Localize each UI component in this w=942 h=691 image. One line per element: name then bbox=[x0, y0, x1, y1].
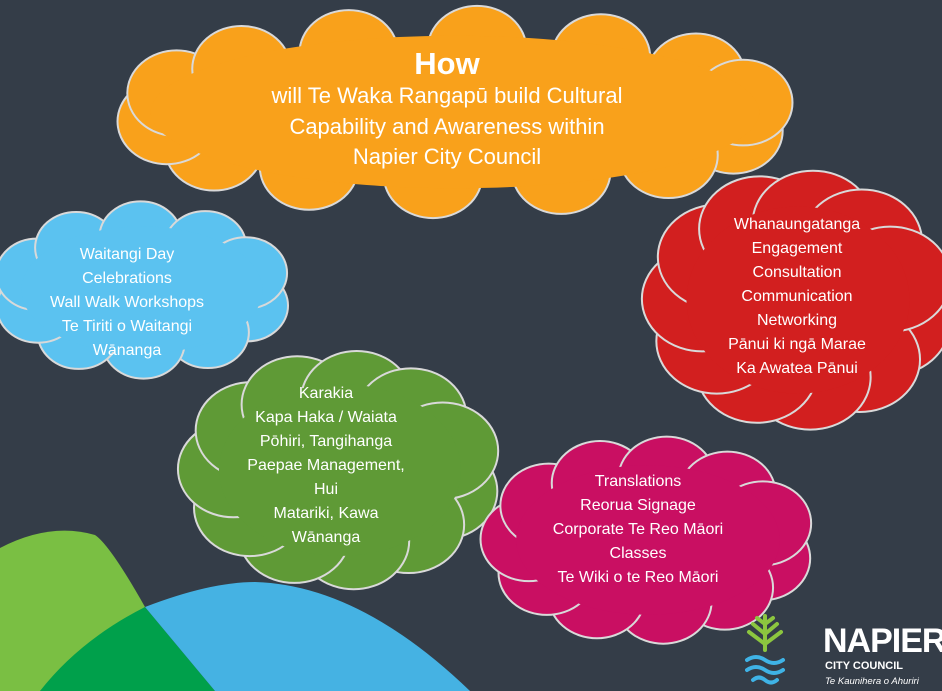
title-line: will Te Waka Rangapū build Cultural bbox=[271, 83, 623, 108]
blue-cloud bbox=[0, 200, 290, 380]
cloud-item: Wānanga bbox=[92, 342, 162, 359]
blue-hill bbox=[145, 582, 470, 691]
cloud-item: Pōhiri, Tangihanga bbox=[259, 433, 393, 450]
light-green-hill bbox=[0, 530, 145, 691]
title-text: How will Te Waka Rangapū build Cultural … bbox=[272, 47, 623, 173]
cloud-item: Kapa Haka / Waiata bbox=[255, 409, 397, 426]
title-line: Capability and Awareness within bbox=[289, 113, 605, 139]
cloud-item: Celebrations bbox=[82, 270, 172, 287]
cloud-item: Hui bbox=[313, 481, 339, 498]
cloud-item: Te Wiki o te Reo Māori bbox=[557, 569, 719, 586]
cloud-item: Corporate Te Reo Māori bbox=[552, 521, 724, 538]
title-line: Napier City Council bbox=[352, 144, 542, 169]
logo-subtitle: CITY COUNCIL bbox=[825, 660, 904, 672]
red-cloud bbox=[640, 169, 942, 431]
cloud-item: Wānanga bbox=[291, 529, 361, 546]
cloud-item: Classes bbox=[609, 545, 667, 562]
cloud-item: Waitangi Day bbox=[79, 246, 175, 263]
cloud-item: Pānui ki ngā Marae bbox=[728, 336, 866, 353]
logo-tagline: Te Kaunihera o Ahuriri bbox=[825, 676, 919, 687]
cloud-item: Karakia bbox=[298, 385, 354, 402]
cloud-item: Reorua Signage bbox=[580, 497, 696, 514]
cloud-item: Communication bbox=[741, 288, 853, 305]
logo-name: NAPIER bbox=[823, 622, 942, 660]
title-how: How bbox=[414, 46, 480, 81]
magenta-cloud bbox=[479, 435, 813, 645]
cloud-item: Consultation bbox=[752, 264, 842, 281]
dark-green-hill bbox=[40, 607, 215, 691]
cloud-item: Networking bbox=[756, 312, 838, 329]
cloud-item: Engagement bbox=[751, 240, 843, 257]
cloud-item: Whanaungatanga bbox=[733, 216, 861, 233]
napier-logo-icon bbox=[745, 614, 785, 685]
cloud-item: Te Tiriti o Waitangi bbox=[61, 318, 193, 335]
cloud-item: Ka Awatea Pānui bbox=[736, 360, 858, 377]
cloud-item: Matariki, Kawa bbox=[273, 505, 379, 522]
green-cloud bbox=[176, 350, 500, 591]
cloud-item: Paepae Management, bbox=[247, 457, 405, 474]
cloud-item: Wall Walk Workshops bbox=[49, 294, 205, 311]
title-cloud bbox=[116, 4, 794, 220]
cloud-item: Translations bbox=[594, 473, 682, 490]
